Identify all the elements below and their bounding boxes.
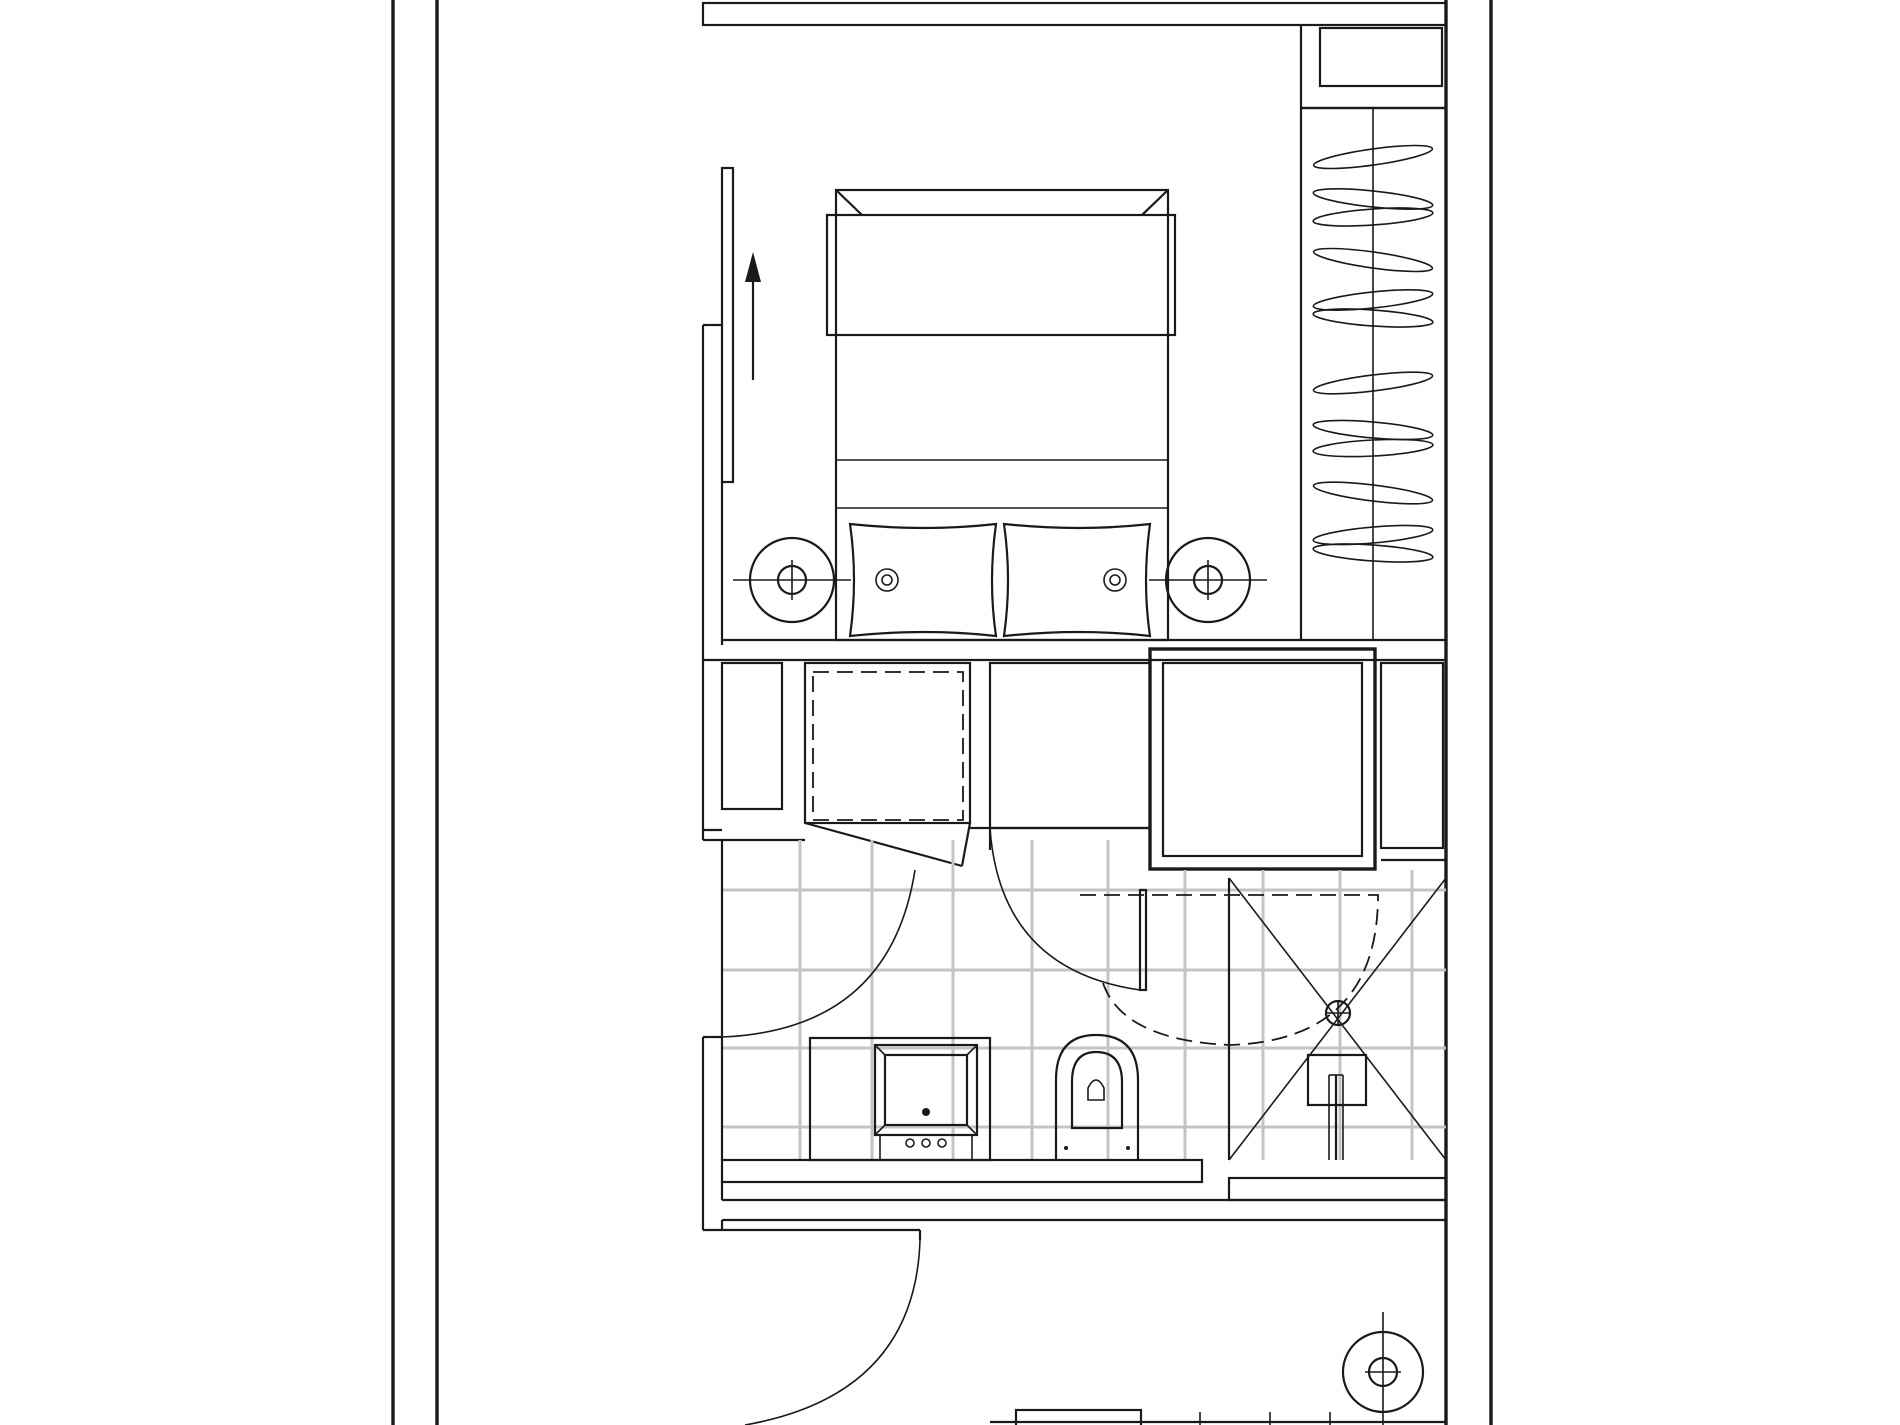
partition-lines	[703, 826, 1150, 842]
wardrobe	[1299, 106, 1446, 640]
vanity-counter	[808, 1036, 992, 1162]
wall-light-icon	[1341, 1312, 1425, 1425]
minibar-cabinet	[803, 661, 972, 868]
bedroom-left-partition	[701, 323, 724, 840]
exterior-wall-right	[1444, 0, 1493, 1425]
cabinet-door-swing	[721, 869, 916, 1038]
entrance-door	[722, 1228, 922, 1425]
top-wall	[701, 1, 1448, 27]
exterior-wall-left	[391, 0, 439, 1425]
sink-icon	[873, 1043, 979, 1160]
entry-console	[990, 1408, 1446, 1425]
bedroom-bottom-wall	[703, 638, 1446, 662]
bathroom-walls	[701, 840, 1448, 1232]
desk-cabinet	[988, 661, 1152, 830]
lamp-right-icon	[1149, 536, 1267, 624]
right-shelf	[1379, 661, 1446, 862]
bathroom-door	[988, 827, 1148, 992]
toilet-icon	[1054, 1033, 1140, 1160]
niche-left	[720, 661, 784, 811]
sliding-door	[720, 166, 735, 484]
pillow-left	[848, 522, 998, 638]
top-right-closet-box	[1299, 25, 1446, 110]
lamp-left-icon	[733, 536, 851, 624]
tv-unit	[1148, 647, 1377, 871]
bathroom-floor-tiles	[722, 840, 1446, 1160]
hanger-icons	[1312, 144, 1434, 563]
arrow-up-icon	[745, 252, 761, 380]
pillow-right	[1002, 522, 1152, 638]
shower-area	[1080, 877, 1447, 1161]
